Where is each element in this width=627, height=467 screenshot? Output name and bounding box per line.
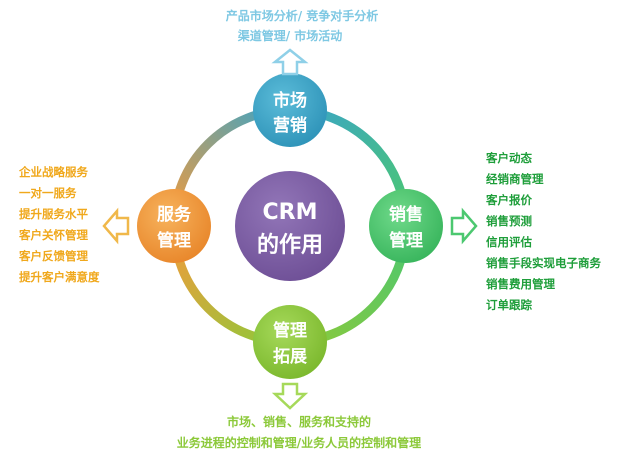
- center-label-line2: 的作用: [257, 232, 323, 258]
- node-sales: [369, 189, 443, 263]
- node-expansion-line1: 管理: [273, 320, 307, 341]
- right-sales-list: 客户动态 经销商管理 客户报价 销售预测 信用评估 销售手段实现电子商务 销售费…: [486, 148, 601, 316]
- node-marketing-line2: 营销: [273, 115, 307, 136]
- list-item: 企业战略服务: [19, 165, 88, 179]
- node-expansion-line2: 拓展: [273, 347, 307, 367]
- arrow-down-icon: [271, 382, 309, 410]
- node-service-line1: 服务: [157, 204, 192, 225]
- list-item: 信用评估: [486, 235, 532, 249]
- arrow-right-icon: [450, 207, 478, 245]
- list-item: 客户动态: [486, 151, 532, 165]
- arrow-up-icon: [271, 48, 309, 76]
- arrow-left-icon: [102, 207, 130, 245]
- node-expansion: [253, 305, 327, 379]
- list-item: 经销商管理: [486, 172, 544, 186]
- list-item: 提升客户满意度: [19, 270, 100, 284]
- center-circle: [235, 171, 345, 281]
- bottom-text-line2: 业务进程的控制和管理/业务人员的控制和管理: [177, 435, 421, 450]
- list-item: 销售手段实现电子商务: [486, 256, 601, 270]
- node-service-line2: 管理: [157, 230, 191, 251]
- node-service: [137, 189, 211, 263]
- node-marketing-line1: 市场: [273, 90, 307, 111]
- bottom-text-line1: 市场、销售、服务和支持的: [227, 414, 371, 429]
- list-item: 销售费用管理: [486, 277, 555, 291]
- top-text-line1: 产品市场分析/ 竞争对手分析: [226, 8, 379, 23]
- list-item: 一对一服务: [19, 186, 77, 200]
- list-item: 客户报价: [486, 193, 532, 207]
- list-item: 销售预测: [486, 214, 532, 228]
- list-item: 提升服务水平: [19, 207, 88, 221]
- node-sales-line2: 管理: [389, 230, 423, 251]
- left-service-list: 企业战略服务 一对一服务 提升服务水平 客户关怀管理 客户反馈管理 提升客户满意…: [19, 162, 100, 288]
- center-label-line1: CRM: [263, 200, 318, 225]
- node-marketing: [253, 73, 327, 147]
- list-item: 客户反馈管理: [19, 249, 88, 263]
- list-item: 订单跟踪: [486, 298, 532, 312]
- node-sales-line1: 销售: [389, 204, 423, 225]
- top-text-line2: 渠道管理/ 市场活动: [238, 28, 343, 43]
- list-item: 客户关怀管理: [19, 228, 88, 242]
